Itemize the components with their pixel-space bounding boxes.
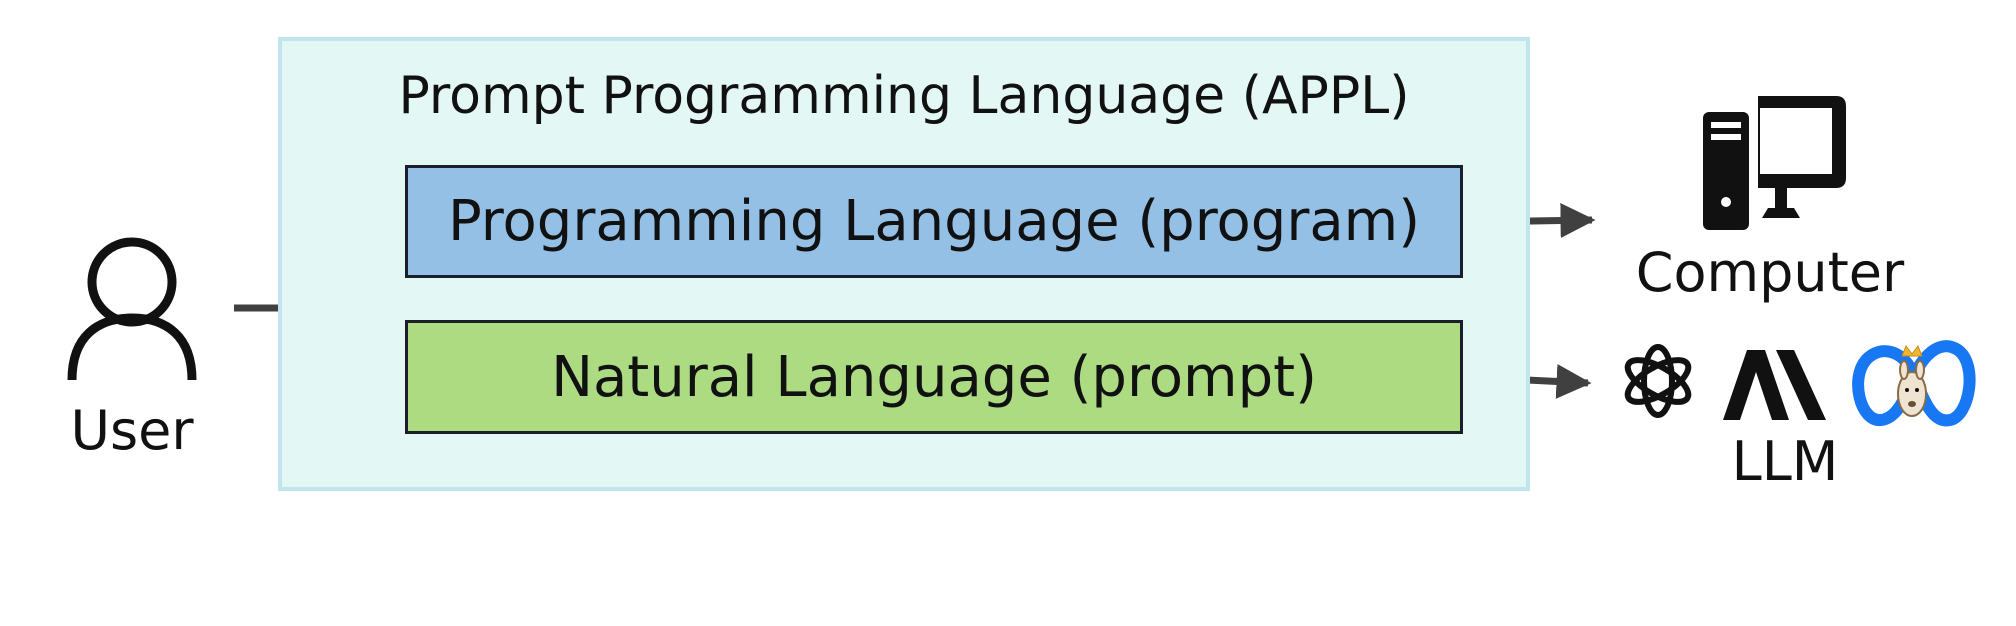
openai-logo-icon	[1624, 344, 1692, 418]
appl-title: Prompt Programming Language (APPL)	[398, 66, 1410, 126]
programming-language-label: Programming Language (program)	[447, 189, 1421, 254]
computer-label: Computer	[1635, 241, 1905, 304]
natural-language-box: Natural Language (prompt)	[405, 320, 1463, 434]
desktop-computer-icon	[1703, 96, 1846, 230]
natural-language-label: Natural Language (prompt)	[551, 344, 1317, 410]
meta-llama-logo-icon	[1852, 340, 1976, 427]
llm-label: LLM	[1731, 430, 1839, 493]
programming-language-box: Programming Language (program)	[405, 165, 1463, 278]
anthropic-logo-icon	[1723, 350, 1826, 420]
user-label: User	[70, 399, 194, 462]
user-icon	[67, 237, 197, 381]
